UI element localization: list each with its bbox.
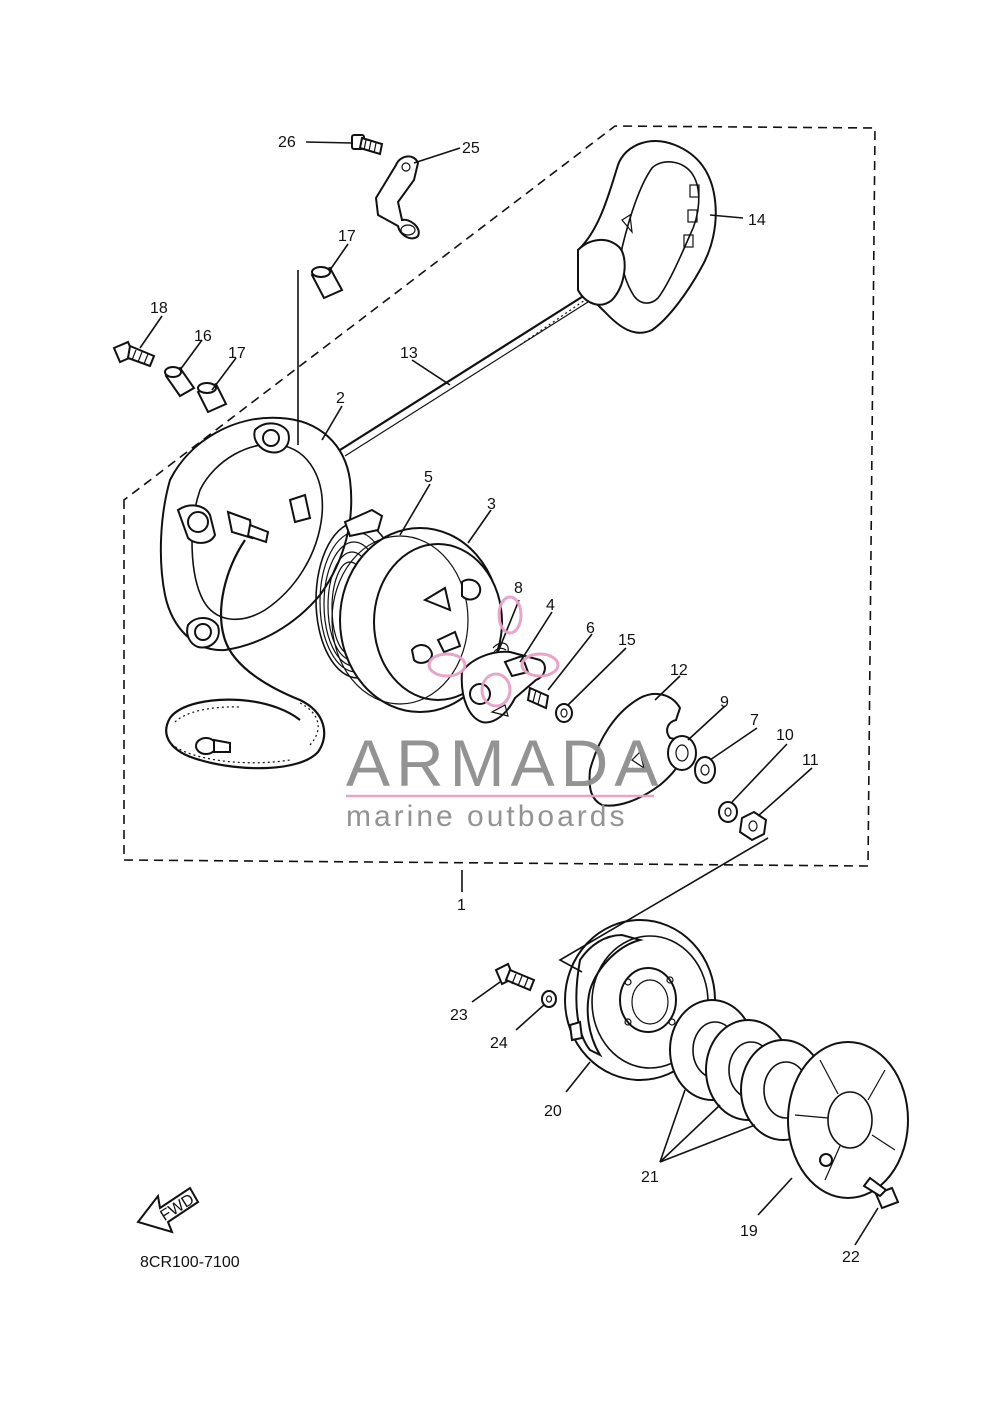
label-6: 6 (586, 620, 595, 637)
label-11: 11 (802, 752, 819, 769)
watermark-brand: ARMADA (346, 726, 664, 800)
bolt-23 (494, 962, 536, 992)
label-24: 24 (490, 1035, 508, 1052)
label-25: 25 (462, 140, 480, 157)
starter-rope-edge (344, 301, 589, 457)
forward-direction-arrow: FWD (136, 1186, 200, 1234)
label-17-left: 17 (228, 345, 246, 362)
label-8: 8 (514, 580, 523, 597)
label-14: 14 (748, 212, 766, 229)
flywheel-plate (787, 1041, 909, 1199)
label-18: 18 (150, 300, 168, 317)
bushing-17-top (310, 266, 344, 300)
rope-pulley (331, 527, 503, 713)
starter-rope (339, 294, 586, 451)
label-15: 15 (618, 632, 636, 649)
label-19: 19 (740, 1223, 758, 1240)
armada-logo-mark (427, 595, 560, 708)
rope-guide-clip (374, 155, 420, 240)
drive-pawl (460, 650, 546, 724)
washer-15 (555, 703, 573, 723)
bushing-9 (667, 735, 697, 771)
spring-washer-10 (718, 801, 738, 823)
label-5: 5 (424, 469, 433, 486)
starter-case (159, 416, 353, 770)
collar-16 (164, 366, 196, 398)
label-2: 2 (336, 390, 345, 407)
label-17-top: 17 (338, 228, 356, 245)
label-12: 12 (670, 662, 688, 679)
screw-22 (862, 1176, 900, 1210)
bolt-26 (351, 134, 384, 156)
starter-handle (577, 140, 717, 334)
armada-watermark: ARMADA marine outboards (346, 595, 664, 833)
label-13: 13 (400, 345, 418, 362)
nut-11 (738, 810, 768, 842)
label-1: 1 (457, 897, 466, 914)
label-4: 4 (546, 597, 555, 614)
label-10: 10 (776, 727, 794, 744)
label-23: 23 (450, 1007, 468, 1024)
drive-plate (588, 692, 685, 807)
part-number-labels: 1 2 3 4 5 6 7 8 9 10 11 12 13 14 15 16 1… (150, 134, 860, 1266)
bushing-17-left (196, 382, 228, 414)
label-26: 26 (278, 134, 296, 151)
label-21: 21 (641, 1169, 659, 1186)
watermark-tagline: marine outboards (346, 800, 627, 833)
label-3: 3 (487, 496, 496, 513)
label-9: 9 (720, 694, 729, 711)
label-20: 20 (544, 1103, 562, 1120)
bolt-18 (112, 340, 156, 368)
rope-texture (519, 299, 586, 346)
label-16: 16 (194, 328, 212, 345)
label-22: 22 (842, 1249, 860, 1266)
assembly-boundary (123, 125, 876, 867)
drawing-code: 8CR100-7100 (140, 1254, 240, 1271)
screw-6 (526, 686, 550, 710)
leader-lines (139, 141, 879, 1246)
washer-24 (541, 990, 557, 1008)
washer-7 (694, 756, 716, 784)
label-7: 7 (750, 712, 759, 729)
